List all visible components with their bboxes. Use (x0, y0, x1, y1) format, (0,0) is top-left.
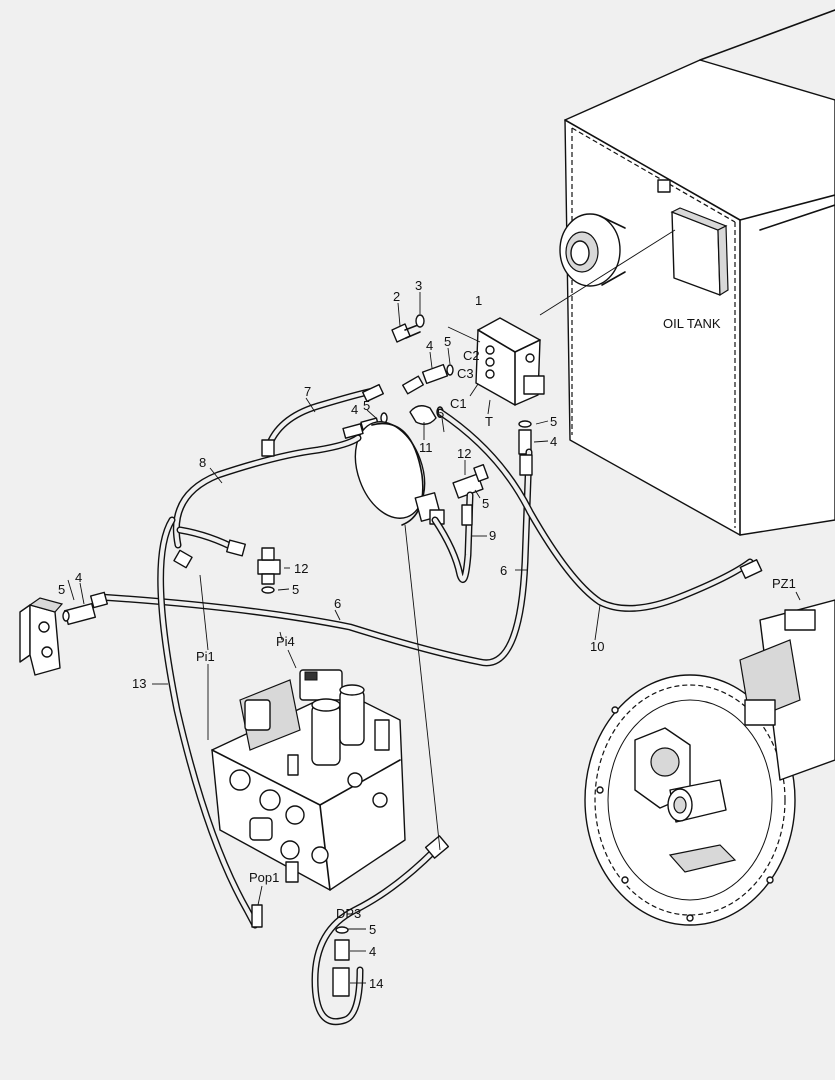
label-dp3: DP3 (336, 906, 361, 921)
label-5-lower-tee: 5 (292, 582, 299, 597)
label-3: 3 (415, 278, 422, 293)
label-4-mid: 4 (351, 402, 358, 417)
left-plate (19, 591, 109, 676)
label-5-tee: 5 (482, 496, 489, 511)
label-1: 1 (475, 293, 482, 308)
label-5-right-of-11: 5 (437, 406, 444, 421)
accumulator (354, 421, 426, 526)
leader-lines (67, 292, 801, 984)
label-2: 2 (393, 289, 400, 304)
hoses (96, 387, 754, 1025)
label-t: T (485, 414, 493, 429)
label-6-right: 6 (500, 563, 507, 578)
label-13: 13 (132, 676, 146, 691)
label-4-left: 4 (75, 570, 82, 585)
fitting-4-upper (421, 363, 454, 385)
label-4-right: 4 (550, 434, 557, 449)
label-4-bottom: 4 (369, 944, 376, 959)
label-9: 9 (489, 528, 496, 543)
bottom-fittings (332, 926, 350, 997)
label-6-left: 6 (334, 596, 341, 611)
label-8: 8 (199, 455, 206, 470)
pump-housing (584, 599, 835, 926)
block-1 (447, 317, 545, 406)
label-oil-tank: OIL TANK (663, 316, 721, 331)
label-5-bottom: 5 (369, 922, 376, 937)
label-11: 11 (419, 440, 433, 455)
label-c1: C1 (450, 396, 467, 411)
fitting-4-right (518, 420, 532, 455)
label-pop1: Pop1 (249, 870, 279, 885)
label-14: 14 (369, 976, 383, 991)
label-12-upper: 12 (457, 446, 471, 461)
label-pi4: Pi4 (276, 634, 295, 649)
callout-labels: 1 2 3 4 5 C2 C3 C1 T OIL TANK 7 4 5 5 11… (58, 278, 796, 991)
label-5-mid: 5 (363, 398, 370, 413)
label-7: 7 (304, 384, 311, 399)
label-c2: C2 (463, 348, 480, 363)
control-valve (211, 669, 406, 891)
bolt-2 (391, 323, 421, 343)
label-10: 10 (590, 639, 604, 654)
label-5-left: 5 (58, 582, 65, 597)
label-5-upper: 5 (444, 334, 451, 349)
label-4-upper: 4 (426, 338, 433, 353)
label-pz1: PZ1 (772, 576, 796, 591)
hose-ends (173, 375, 763, 928)
label-12-lower: 12 (294, 561, 308, 576)
tee-12-lower (257, 547, 281, 594)
label-pi1: Pi1 (196, 649, 215, 664)
tee-near-accumulator (414, 492, 445, 525)
label-5-right: 5 (550, 414, 557, 429)
washer-3 (415, 314, 425, 328)
label-c3: C3 (457, 366, 474, 381)
oil-tank (539, 9, 835, 536)
